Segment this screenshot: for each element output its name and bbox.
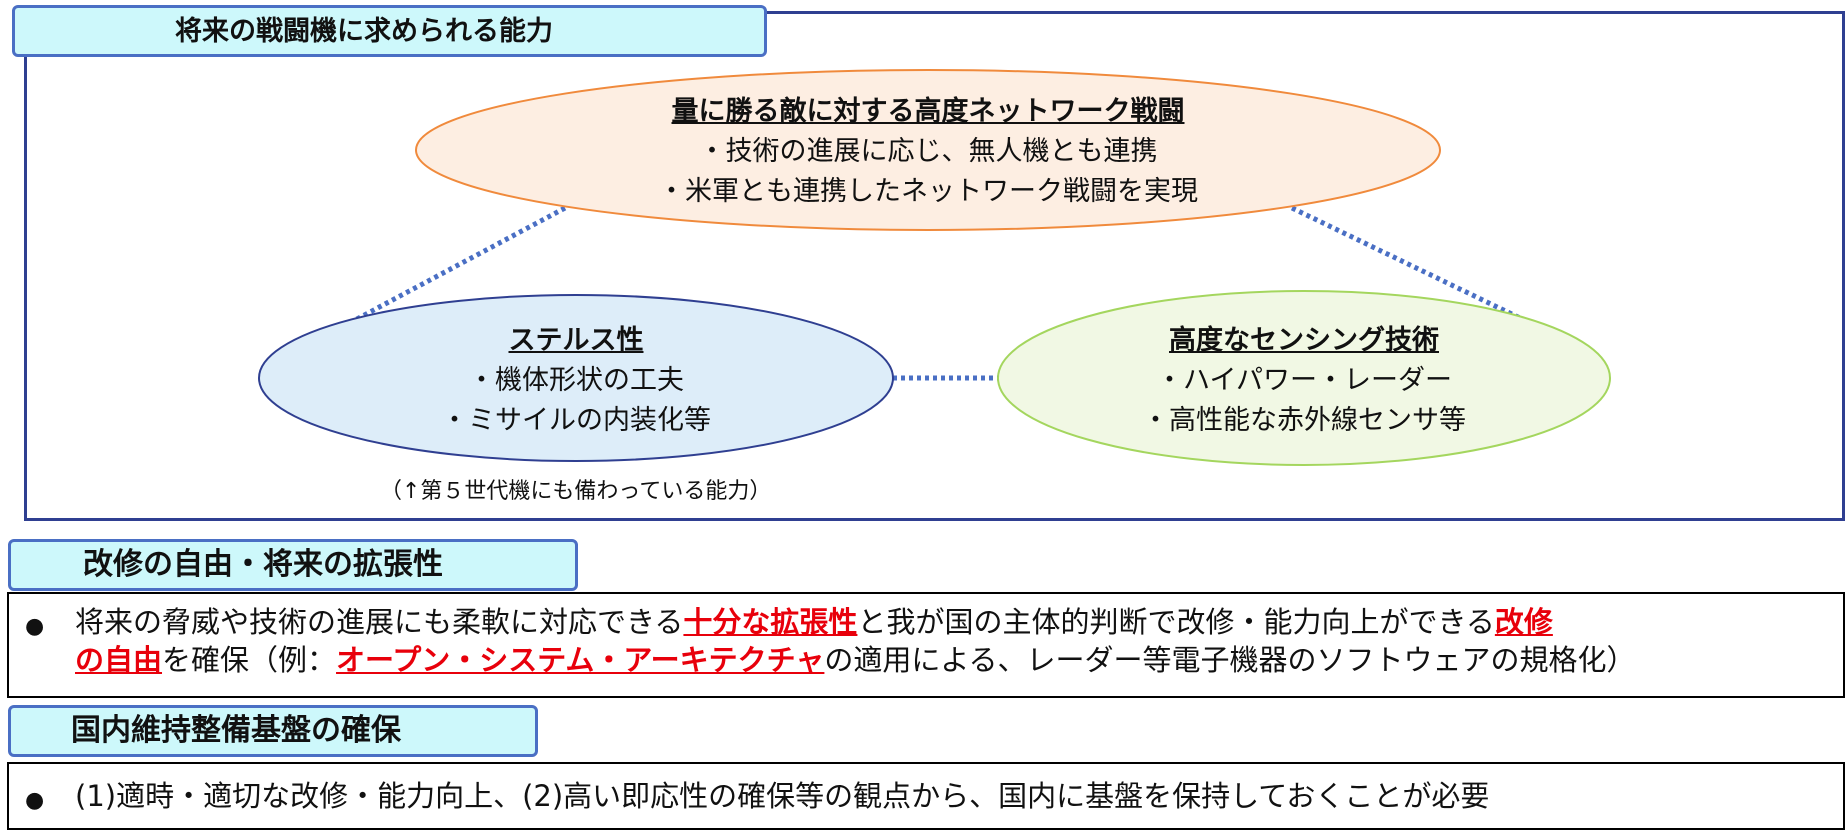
freedom-of-modification-emphasis-1: 改修 — [1494, 605, 1553, 639]
sensing-ellipse — [997, 290, 1611, 466]
network-text: 量に勝る敵に対する高度ネットワーク戦闘 ・技術の進展に応じ、無人機とも連携 ・米… — [500, 92, 1356, 212]
capabilities-header: 将来の戦闘機に求められる能力 — [12, 5, 767, 57]
network-line-1: ・技術の進展に応じ、無人機とも連携 — [698, 136, 1158, 167]
extensibility-text: 将来の脅威や技術の進展にも柔軟に対応できる十分な拡張性と我が国の主体的判断で改修… — [75, 605, 1553, 639]
fifth-gen-note: （↑第５世代機にも備わっている能力） — [380, 479, 772, 504]
network-title: 量に勝る敵に対する高度ネットワーク戦闘 — [671, 96, 1185, 127]
sensing-title: 高度なセンシング技術 — [1169, 325, 1439, 356]
freedom-of-modification-emphasis-2: の自由 — [75, 643, 163, 677]
stealth-line-2: ・ミサイルの内装化等 — [441, 405, 711, 436]
sufficient-extensibility-emphasis: 十分な拡張性 — [683, 605, 858, 639]
maintenance-base-header: 国内維持整備基盤の確保 — [8, 705, 538, 757]
capabilities-frame — [24, 11, 1845, 521]
sensing-text: 高度なセンシング技術 ・ハイパワー・レーダー ・高性能な赤外線センサ等 — [1050, 321, 1558, 441]
maintenance-base-bullet: ● — [25, 788, 45, 813]
open-system-architecture-emphasis: オープン・システム・アーキテクチャ — [336, 643, 825, 677]
stealth-line-1: ・機体形状の工夫 — [468, 365, 684, 396]
sensing-line-1: ・ハイパワー・レーダー — [1156, 365, 1452, 396]
connector-network-sensing — [1290, 205, 1522, 321]
network-line-2: ・米軍とも連携したネットワーク戦闘を実現 — [658, 176, 1198, 207]
sensing-line-2: ・高性能な赤外線センサ等 — [1142, 405, 1466, 436]
stealth-ellipse — [258, 294, 894, 462]
extensibility-bullet: ● — [25, 614, 45, 639]
extensibility-header-label: 改修の自由・将来の拡張性 — [83, 547, 443, 582]
extensibility-box: ● 将来の脅威や技術の進展にも柔軟に対応できる十分な拡張性と我が国の主体的判断で… — [7, 592, 1845, 698]
maintenance-base-box: ● (1)適時・適切な改修・能力向上、(2)高い即応性の確保等の観点から、国内に… — [7, 762, 1845, 830]
capabilities-header-label: 将来の戦闘機に求められる能力 — [175, 15, 553, 47]
maintenance-base-header-label: 国内維持整備基盤の確保 — [71, 713, 401, 748]
stealth-title: ステルス性 — [508, 325, 644, 356]
stealth-text: ステルス性 ・機体形状の工夫 ・ミサイルの内装化等 — [320, 321, 832, 441]
network-ellipse — [415, 69, 1441, 231]
extensibility-header: 改修の自由・将来の拡張性 — [8, 539, 578, 591]
maintenance-base-text: (1)適時・適切な改修・能力向上、(2)高い即応性の確保等の観点から、国内に基盤… — [75, 779, 1490, 813]
